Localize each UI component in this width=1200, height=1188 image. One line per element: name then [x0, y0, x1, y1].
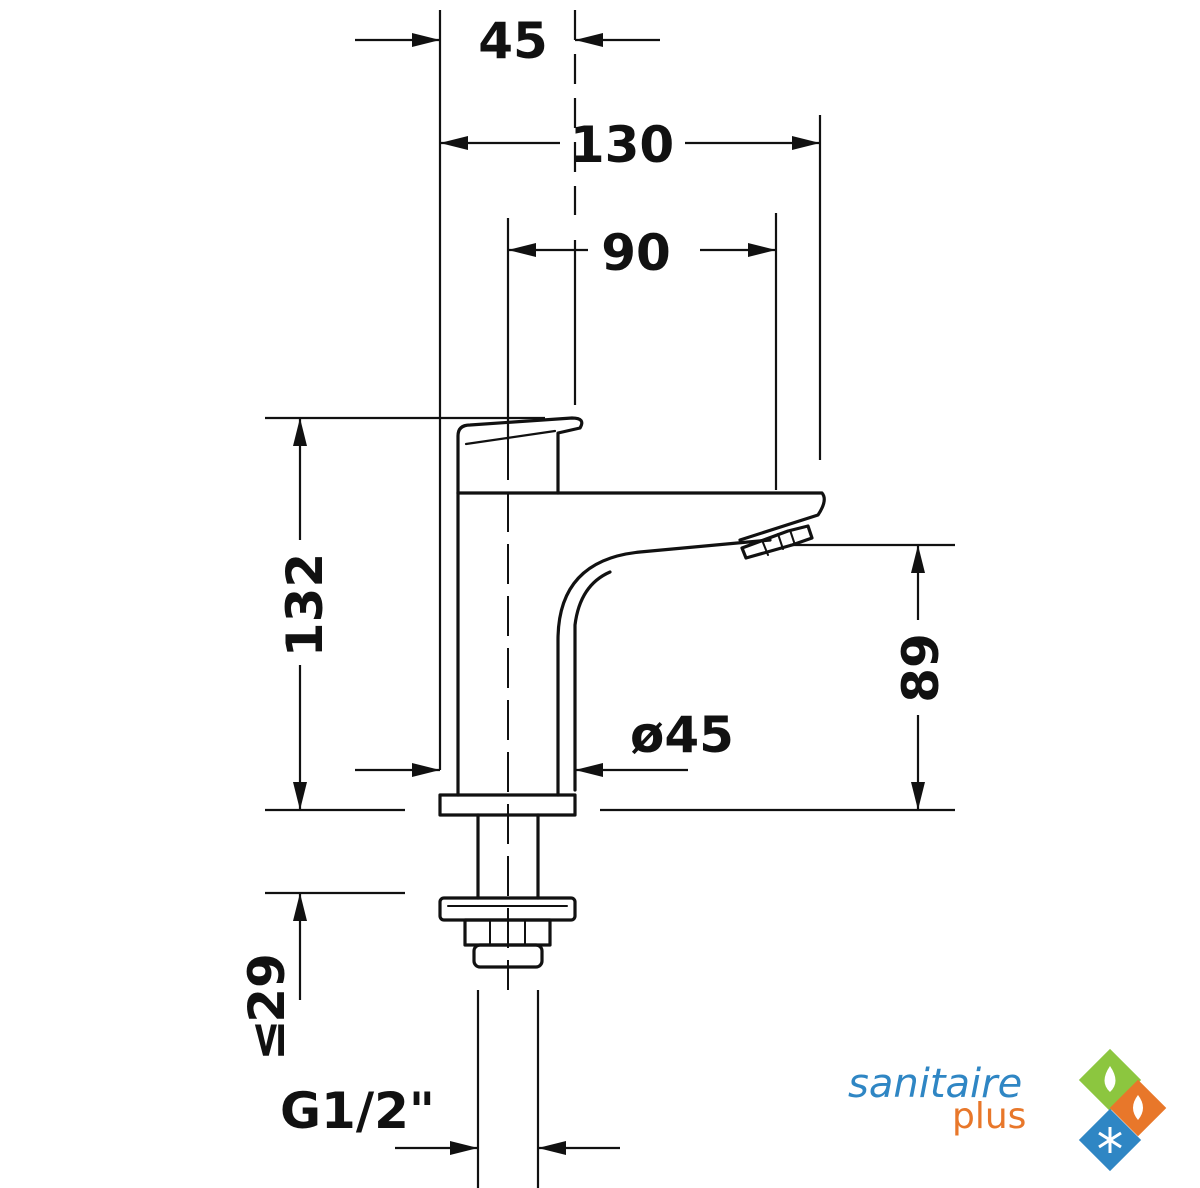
logo-text-plus: plus	[952, 1096, 1026, 1137]
brand-logo: sanitaire plus	[848, 1048, 1167, 1172]
dimension-arrows	[293, 32, 925, 1155]
lever-detail	[464, 429, 557, 446]
flame-icon	[1133, 1095, 1143, 1120]
nut-bottom	[472, 943, 544, 969]
dim-132-label: 132	[276, 553, 334, 657]
body-right-detail	[573, 570, 612, 792]
extension-lines	[265, 10, 955, 1188]
faucet-spout-top	[456, 491, 826, 542]
aerator-lines	[761, 529, 796, 556]
aerator	[740, 524, 814, 560]
thread-label: G1/2"	[280, 1082, 435, 1140]
dim-89-label: 89	[892, 633, 950, 703]
dim-90-label: 90	[601, 224, 671, 282]
water-drop-icon	[1104, 1066, 1116, 1092]
dim-29-label: 29	[238, 953, 296, 1023]
faucet	[438, 416, 826, 969]
logo-text-sanitaire: sanitaire	[848, 1061, 1022, 1107]
base-plate	[438, 793, 577, 817]
le-symbol: ≤	[238, 1019, 296, 1061]
snowflake-icon	[1098, 1127, 1122, 1153]
logo-icons	[1078, 1048, 1167, 1172]
dimension-labels: 45 130 90 132 89 ø45 29 ≤ G1/2"	[238, 12, 950, 1140]
dim-45-top-label: 45	[478, 12, 548, 70]
faucet-lever	[456, 416, 584, 495]
dim-130-label: 130	[570, 116, 674, 174]
dim-diameter-label: ø45	[630, 706, 734, 764]
spout-curve	[556, 538, 772, 797]
